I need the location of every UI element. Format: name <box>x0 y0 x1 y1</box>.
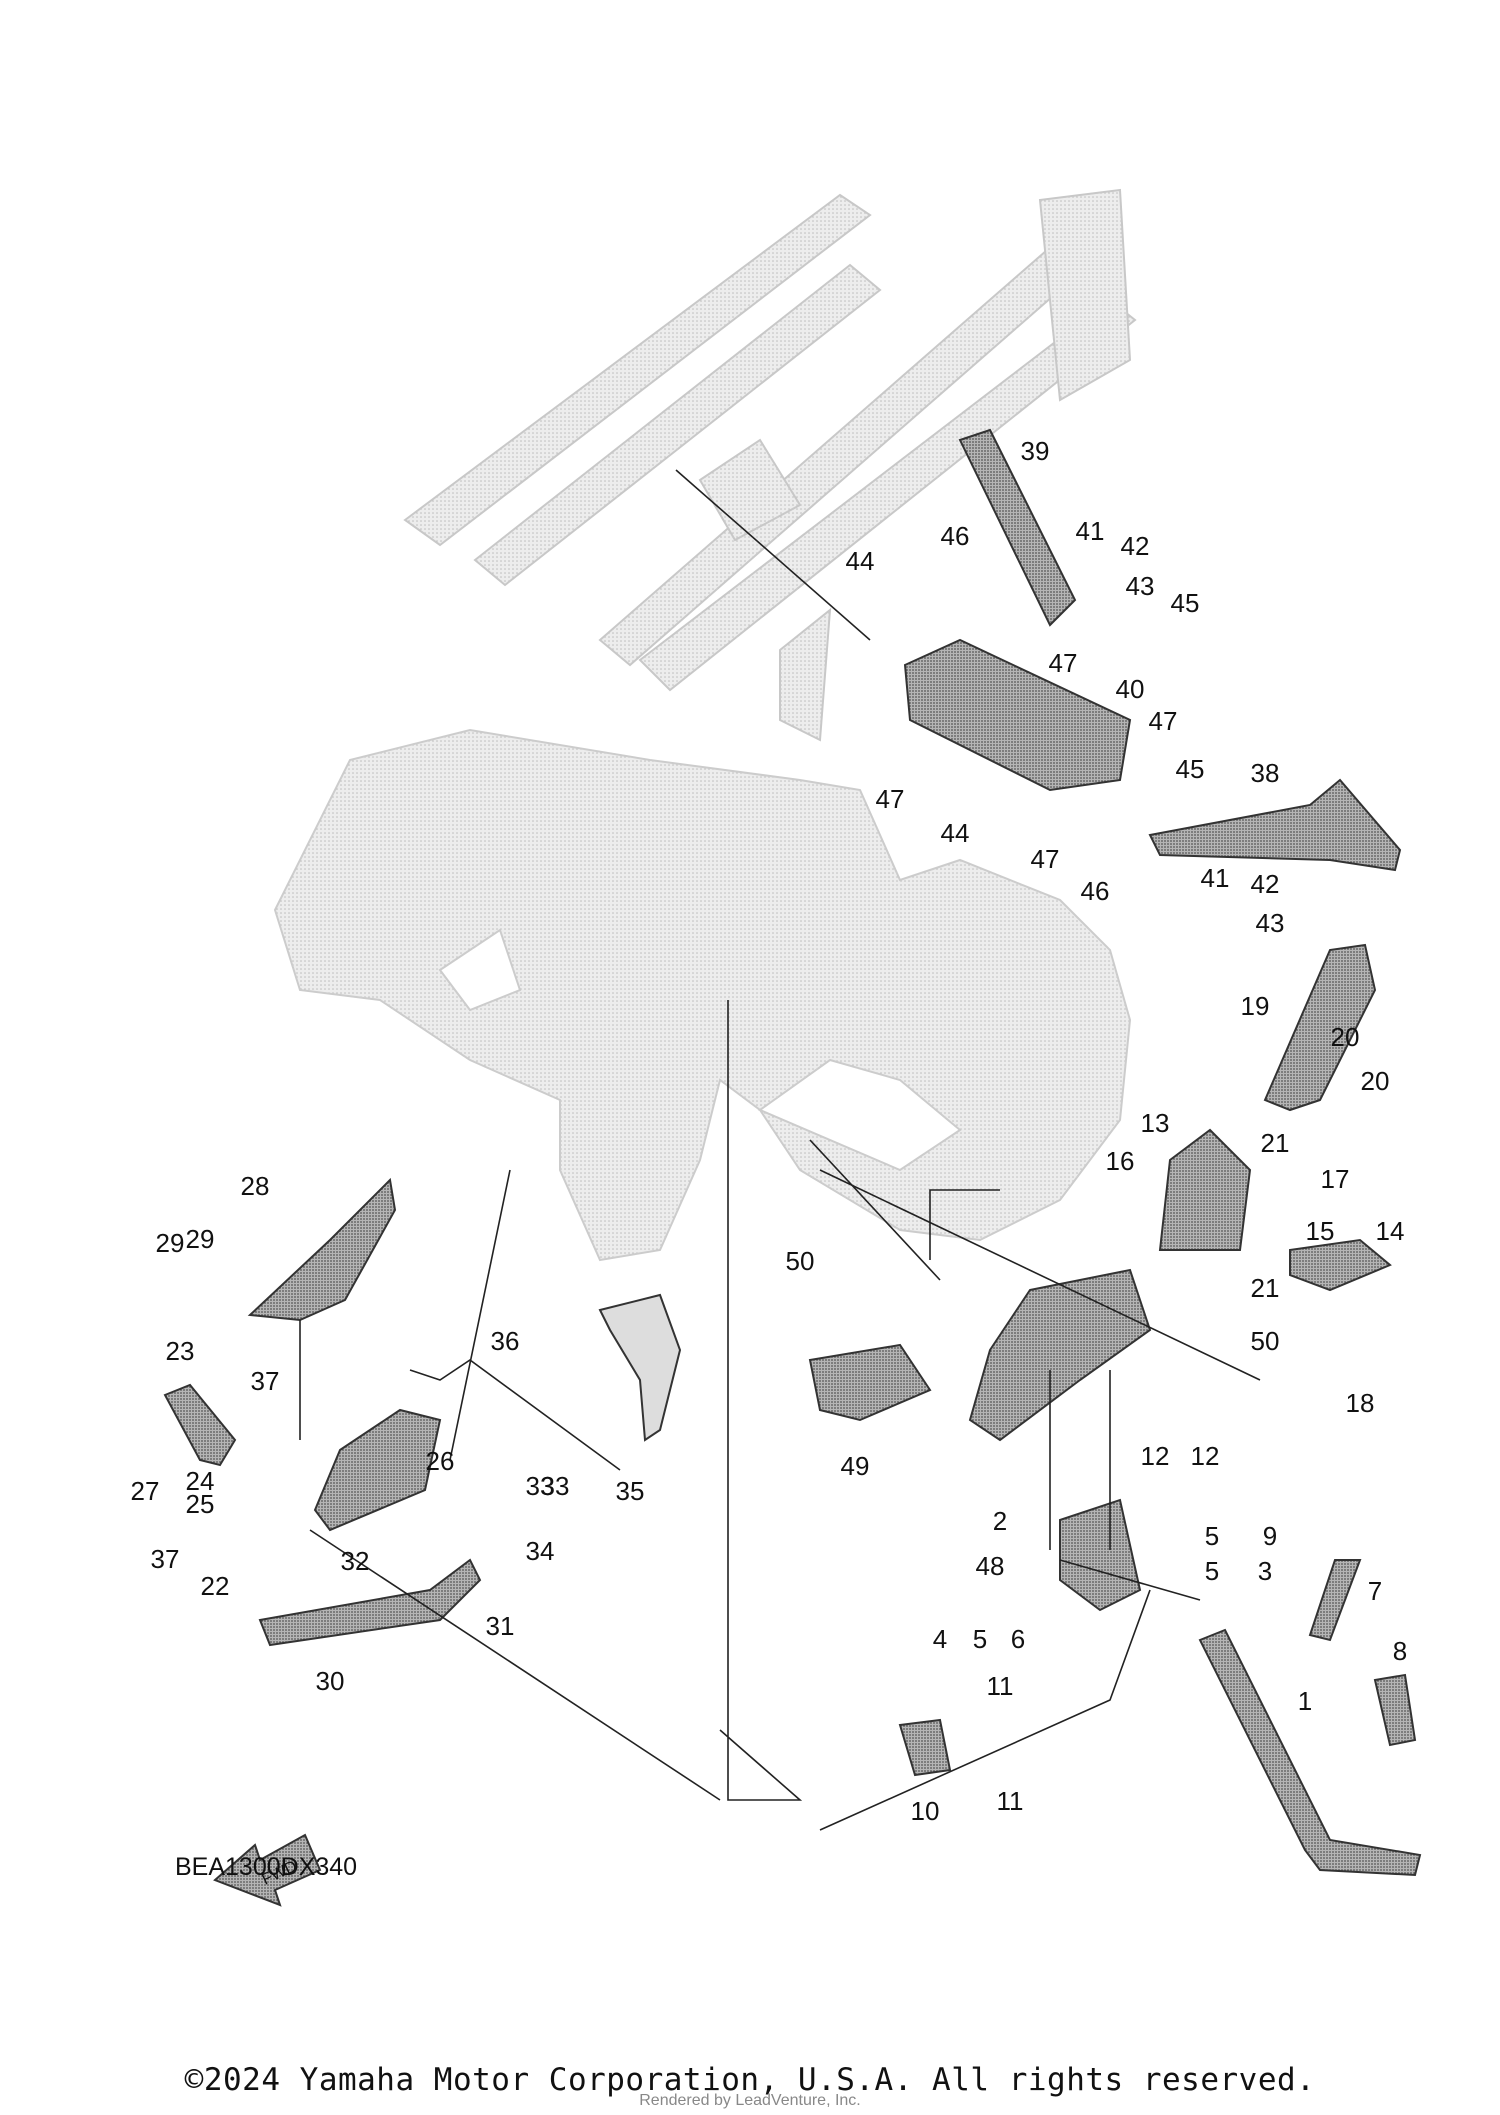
callout-8: 8 <box>1393 1636 1407 1666</box>
callout-11: 11 <box>997 1786 1024 1816</box>
callout-46: 46 <box>1081 876 1110 906</box>
callout-16: 16 <box>1106 1146 1135 1176</box>
watermark: Rendered by LeadVenture, Inc. <box>639 2092 861 2109</box>
callout-15: 15 <box>1306 1216 1335 1246</box>
callout-39: 39 <box>1021 436 1050 466</box>
callout-12: 12 <box>1141 1441 1170 1471</box>
heel-guard-left <box>247 1177 397 1322</box>
callout-20: 20 <box>1331 1022 1360 1052</box>
callout-2: 2 <box>993 1506 1007 1536</box>
footrest-bracket-left <box>313 1408 442 1532</box>
callout-1: 1 <box>1298 1686 1312 1716</box>
callout-24: 24 <box>186 1466 215 1496</box>
callout-12: 12 <box>1191 1441 1220 1471</box>
main-frame-ghost <box>273 728 1132 1262</box>
stand-switch <box>598 1293 682 1442</box>
callout-23: 23 <box>166 1336 195 1366</box>
callout-20: 20 <box>1361 1066 1390 1096</box>
callout-43: 43 <box>1256 908 1285 938</box>
callout-44: 44 <box>846 546 875 576</box>
callout-37: 37 <box>251 1366 280 1396</box>
callout-25: 25 <box>186 1489 215 1519</box>
callout-22: 22 <box>201 1571 230 1601</box>
callout-45: 45 <box>1171 588 1200 618</box>
callout-18: 18 <box>1346 1388 1375 1418</box>
callout-30: 30 <box>316 1666 345 1696</box>
callout-17: 17 <box>1321 1164 1350 1194</box>
callout-5: 5 <box>1205 1521 1219 1551</box>
callout-6: 6 <box>1011 1624 1025 1654</box>
footrest-bracket-right <box>1158 1128 1252 1251</box>
callout-47: 47 <box>1149 706 1178 736</box>
callout-21: 21 <box>1261 1128 1290 1158</box>
callout-19: 19 <box>1241 991 1270 1021</box>
callout-49: 49 <box>841 1451 870 1481</box>
callout-41: 41 <box>1076 516 1105 546</box>
callout-9: 9 <box>1263 1521 1277 1551</box>
passenger-bracket-right <box>903 638 1132 792</box>
callout-43: 43 <box>1126 571 1155 601</box>
callout-28: 28 <box>241 1171 270 1201</box>
callout-27: 27 <box>131 1476 160 1506</box>
callout-3: 3 <box>1258 1556 1272 1586</box>
callout-34: 34 <box>526 1536 555 1566</box>
callout-47: 47 <box>1031 844 1060 874</box>
sensor <box>898 1718 952 1777</box>
callout-42: 42 <box>1251 869 1280 899</box>
stand-pivot-bracket <box>1059 1498 1142 1612</box>
callout-50: 50 <box>786 1246 815 1276</box>
callout-33: 33 <box>526 1471 555 1501</box>
callout-33: 33 <box>541 1471 570 1501</box>
shift-pedal <box>258 1558 482 1647</box>
callout-38: 38 <box>1251 758 1280 788</box>
heel-guard-right <box>1263 943 1377 1112</box>
callout-11: 11 <box>987 1671 1014 1701</box>
leader-lines <box>299 469 1261 1831</box>
stand-spring <box>1308 1559 1362 1642</box>
rider-footrest-left <box>163 1383 237 1467</box>
callout-37: 37 <box>151 1544 180 1574</box>
callout-31: 31 <box>486 1611 515 1641</box>
callout-44: 44 <box>941 818 970 848</box>
callout-21: 21 <box>1251 1273 1280 1303</box>
callout-42: 42 <box>1121 531 1150 561</box>
callout-10: 10 <box>911 1796 940 1826</box>
callout-7: 7 <box>1368 1576 1382 1606</box>
side-stand <box>1198 1628 1422 1877</box>
stand-bracket <box>968 1268 1152 1442</box>
callout-35: 35 <box>616 1476 645 1506</box>
callout-29: 29 <box>156 1228 185 1258</box>
callout-36: 36 <box>491 1326 520 1356</box>
parts <box>163 428 1422 1877</box>
drawing-code: BEA1300DX340 <box>175 1853 357 1881</box>
callout-5: 5 <box>1205 1556 1219 1586</box>
subframe-ghost <box>403 188 1137 742</box>
callout-13: 13 <box>1141 1108 1170 1138</box>
callout-46: 46 <box>941 521 970 551</box>
callout-45: 45 <box>1176 754 1205 784</box>
callout-50: 50 <box>1251 1326 1280 1356</box>
brake-pedal <box>1148 778 1402 872</box>
callout-40: 40 <box>1116 674 1145 704</box>
callout-32: 32 <box>341 1546 370 1576</box>
copyright-notice: ©2024 Yamaha Motor Corporation, U.S.A. A… <box>184 2062 1316 2098</box>
callout-5: 5 <box>973 1624 987 1654</box>
stand-rubber <box>1373 1673 1417 1747</box>
callout-41: 41 <box>1201 863 1230 893</box>
callout-14: 14 <box>1376 1216 1405 1246</box>
callout-48: 48 <box>976 1551 1005 1581</box>
callout-47: 47 <box>1049 648 1078 678</box>
callout-47: 47 <box>876 784 905 814</box>
rider-footrest-right <box>1289 1238 1392 1292</box>
passenger-footrest-right <box>958 428 1077 627</box>
callout-29: 29 <box>186 1224 215 1254</box>
callout-4: 4 <box>933 1624 947 1654</box>
callout-26: 26 <box>426 1446 455 1476</box>
switch-bracket <box>808 1343 932 1422</box>
